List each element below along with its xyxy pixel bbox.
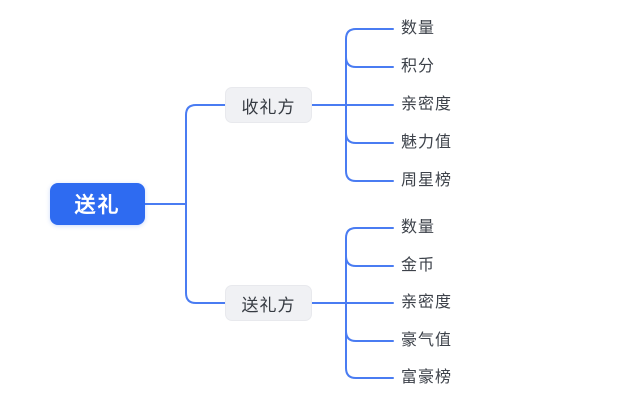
root-node-label: 送礼 [74,194,121,217]
root-node-gifting[interactable]: 送礼 [50,183,145,225]
leaf-sender-quantity[interactable]: 数量 [401,219,436,236]
connector-receiver-outer [345,28,394,182]
leaf-sender-richlist[interactable]: 富豪榜 [401,369,453,386]
branch-node-sender[interactable]: 送礼方 [225,285,312,321]
leaf-receiver-points[interactable]: 积分 [401,58,436,75]
branch-node-receiver-label: 收礼方 [241,97,296,117]
leaf-sender-generosity[interactable]: 豪气值 [401,332,453,349]
branch-node-receiver[interactable]: 收礼方 [225,87,312,123]
connector-sender-leaf2 [345,255,394,267]
branch-node-sender-label: 送礼方 [241,295,296,315]
connector-receiver-leaf4 [345,132,394,144]
connector-sender-leaf4 [345,330,394,342]
leaf-receiver-quantity[interactable]: 数量 [401,20,436,37]
leaf-sender-intimacy[interactable]: 亲密度 [401,294,453,311]
connector-sender-outer [345,227,394,379]
leaf-receiver-weekstar[interactable]: 周星榜 [401,172,453,189]
leaf-receiver-intimacy[interactable]: 亲密度 [401,96,453,113]
connector-root-branches [185,104,226,304]
leaf-sender-goldcoin[interactable]: 金币 [401,257,436,274]
leaf-receiver-charm[interactable]: 魅力值 [401,134,453,151]
connector-receiver-leaf2 [345,56,394,68]
